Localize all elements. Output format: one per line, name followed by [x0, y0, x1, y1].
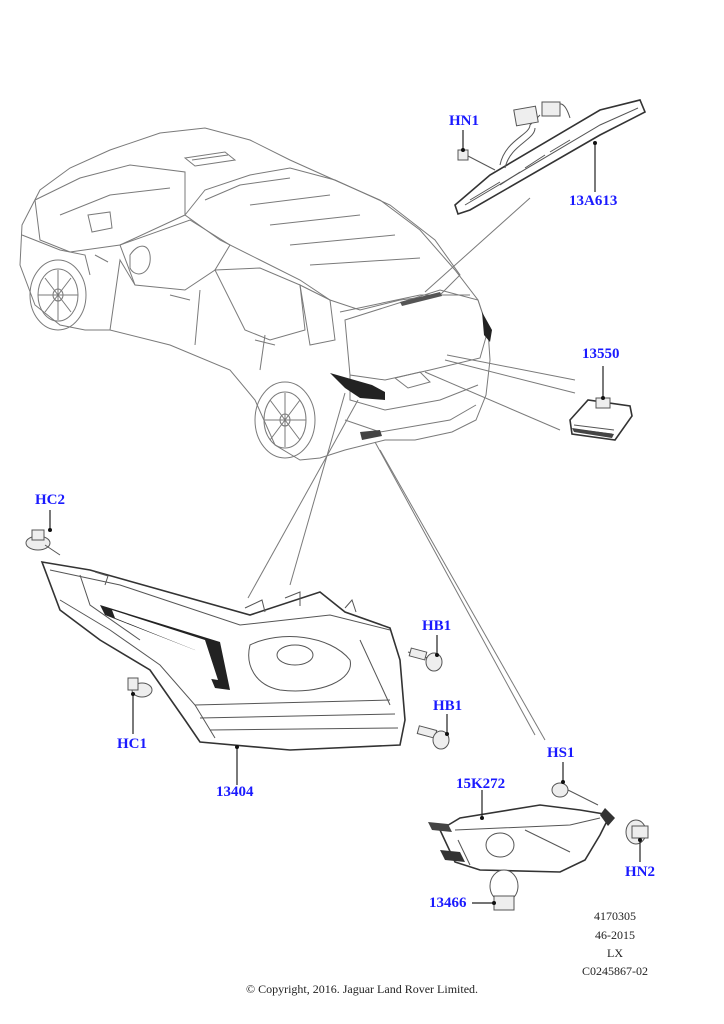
- callout-hn1: HN1: [449, 113, 479, 129]
- callout-13a613: 13A613: [569, 193, 618, 209]
- copyright-notice: © Copyright, 2016. Jaguar Land Rover Lim…: [245, 982, 479, 996]
- callout-13550: 13550: [582, 346, 620, 362]
- callout-hn2: HN2: [625, 864, 655, 880]
- vehicle-outline: [19, 127, 492, 461]
- screw-hs1: [551, 762, 599, 806]
- callout-hc1: HC1: [117, 736, 147, 752]
- bolt-hb1-top: [407, 635, 443, 672]
- callout-13404: 13404: [216, 784, 254, 800]
- reference-line-2: 46-2015: [595, 928, 635, 942]
- high-mount-stop-lamp: [454, 99, 647, 216]
- leader-13a613: [593, 141, 597, 192]
- reference-line-1: 4170305: [594, 909, 636, 923]
- callout-hs1: HS1: [547, 745, 575, 761]
- nut-hn1: [457, 130, 496, 171]
- bulb-holder-hn2: [625, 819, 649, 862]
- clip-hc2: [25, 510, 61, 556]
- callout-hb1-top: HB1: [422, 618, 452, 634]
- bolt-hb1-bottom: [416, 714, 450, 750]
- tail-lamp-assembly: [40, 560, 406, 785]
- callout-hb1-bottom: HB1: [433, 698, 463, 714]
- bulb-13466: [472, 869, 519, 911]
- reference-line-4: C0245867-02: [582, 964, 648, 978]
- reference-line-3: LX: [607, 946, 623, 960]
- rear-fog-lamp: [428, 790, 615, 873]
- vehicle-leader-lines: [247, 197, 576, 741]
- callout-hc2: HC2: [35, 492, 65, 508]
- clip-hc1: [127, 677, 153, 734]
- callout-13466: 13466: [429, 895, 467, 911]
- license-plate-lamp: [569, 366, 633, 441]
- callout-15k272: 15K272: [456, 776, 506, 792]
